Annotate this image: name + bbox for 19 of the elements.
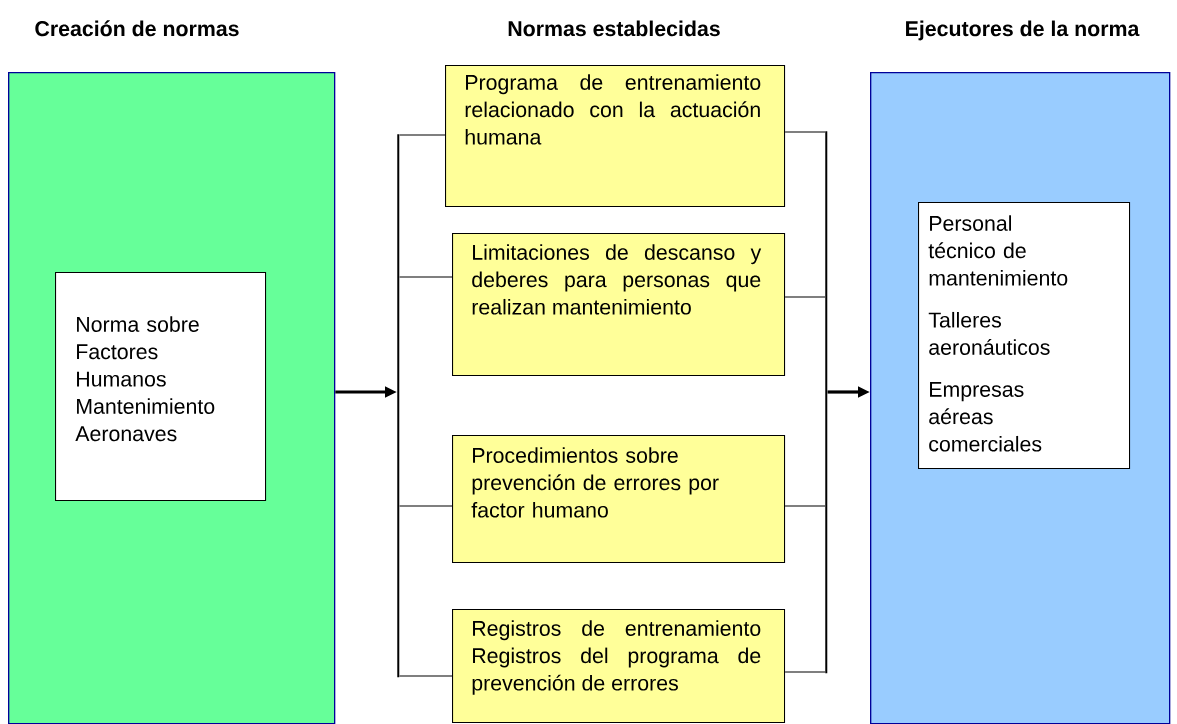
bracket-line [825, 131, 828, 674]
column-heading: Ejecutores de la norma [906, 20, 1140, 41]
connector-line [399, 505, 453, 507]
text-box: Procedimientos sobre prevención de errores por factor humano [452, 435, 786, 564]
text-box: Limitaciones de descanso y deberes para personas que realizan mantenimiento [452, 233, 786, 377]
text-box: Programa de entrenamiento relacionado con la actuación humana [445, 65, 786, 208]
connector-line [399, 675, 453, 677]
connector-line [784, 296, 826, 298]
text-box: Norma sobre Factores Humanos Mantenimiento Aeronaves [55, 272, 267, 502]
connector-line [784, 131, 826, 133]
text-box: Registros de entrenamiento Registros del programa de prevención de errores [452, 609, 786, 724]
bracket-line [397, 134, 400, 678]
connector-line [784, 671, 826, 673]
connector-line [399, 276, 453, 278]
connector-line [399, 134, 446, 136]
connector-line [784, 505, 826, 507]
column-heading: Normas establecidas [508, 20, 720, 37]
column-heading: Creación de normas [35, 20, 239, 37]
text-box: Personal técnico de mantenimiento Talleres aeronáuticos Empresas aéreas comerciales [918, 202, 1131, 470]
